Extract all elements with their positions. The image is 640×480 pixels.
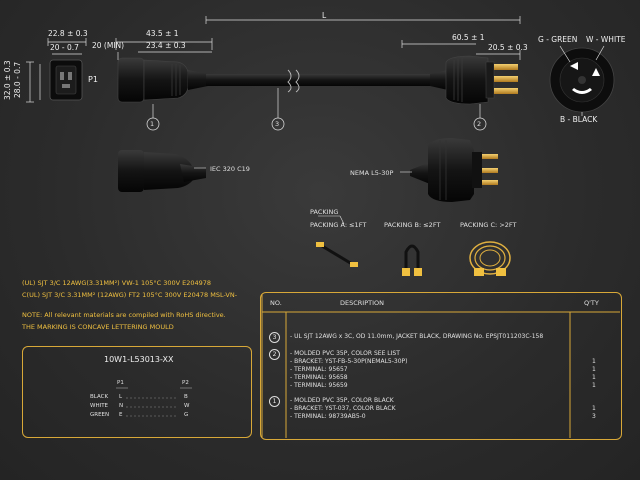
wiring-p1-pin: L (119, 394, 123, 400)
bom-header-description: DESCRIPTION (340, 299, 384, 307)
packing-leader (318, 215, 345, 225)
bom-row-no: 1 (269, 396, 280, 407)
bom-table (260, 292, 622, 440)
c19-connector-side (118, 150, 206, 192)
wiring-col-p1: P1 (117, 380, 124, 386)
packing-a: PACKING A: ≤1FT (310, 221, 367, 229)
note-cul-cable: C(UL) SJT 3/C 3.31MM² (12AWG) FT2 105°C … (22, 291, 238, 299)
bom-row-no: 3 (269, 332, 280, 343)
note-ul-cable: (UL) SJT 3/C 12AWG(3.31MM²) VW-1 105°C 3… (22, 279, 212, 287)
wiring-p1-pin: E (119, 412, 123, 418)
wiring-box (22, 346, 252, 438)
callout-1: 1 (150, 120, 155, 128)
note-marking: THE MARKING IS CONCAVE LETTERING MOULD (22, 323, 174, 331)
dim-plug-len: 60.5 ± 1 (452, 33, 485, 42)
wiring-color: WHITE (90, 403, 109, 409)
wiring-p2-pin: B (184, 394, 188, 400)
note-rohs: NOTE: All relevant materials are compile… (22, 311, 226, 319)
bom-grid (261, 294, 620, 438)
bom-header-no: NO. (270, 299, 282, 307)
label-nema-l5-30p: NEMA L5-30P (350, 169, 394, 177)
nema-l5-30p-face-icon (549, 47, 615, 113)
dim-min-20: 20 (MIN) (92, 41, 125, 50)
label-g-green: G - GREEN (538, 35, 578, 44)
bom-line: - TERMINAL: 95658 (290, 374, 348, 381)
callout-3: 3 (275, 120, 280, 128)
bom-header-qty: Q'TY (584, 299, 599, 307)
wiring-color: BLACK (90, 394, 109, 400)
bom-qty: 1 (592, 405, 596, 412)
face-leaders (559, 45, 605, 116)
bom-row-no: 2 (269, 349, 280, 360)
callout-2: 2 (477, 120, 482, 128)
bom-qty: 1 (592, 358, 596, 365)
dim-p1-inner: 20 - 0.7 (50, 43, 79, 52)
c19-connector-top (117, 57, 208, 103)
c19-face-icon (49, 59, 83, 101)
dim-plug-pin: 20.5 ± 0.3 (488, 43, 528, 52)
dim-p1-top: 22.8 ± 0.3 (48, 29, 88, 38)
bom-line: - TERMINAL: 95657 (290, 366, 348, 373)
packing-b: PACKING B: ≤2FT (384, 221, 441, 229)
bom-line: - UL SJT 12AWG x 3C, OD 11.0mm, JACKET B… (290, 333, 544, 340)
wiring-col-p2: P2 (182, 380, 189, 386)
cable-top (206, 69, 432, 93)
label-iec-320-c19: IEC 320 C19 (210, 165, 250, 173)
packing-b-icon (402, 244, 422, 276)
dim-p1-height-outer: 32.0 ± 0.3 (3, 60, 12, 100)
packing-c-icon (469, 241, 511, 276)
bom-line: - MOLDED PVC 35P, COLOR SEE LIST (290, 350, 400, 357)
nema-plug-top (430, 55, 518, 105)
bom-line: - BRACKET: YST-037, COLOR BLACK (290, 405, 396, 412)
bom-qty: 1 (592, 374, 596, 381)
wiring-part-number: 10W1-L53013-XX (104, 355, 174, 364)
bom-qty: 1 (592, 366, 596, 373)
wiring-color: GREEN (90, 412, 110, 418)
dim-l: L (322, 11, 327, 20)
wiring-p2-pin: W (184, 403, 190, 409)
c19-dimensions (115, 16, 521, 60)
packing-c: PACKING C: >2FT (460, 221, 517, 229)
p1-dimensions (26, 38, 87, 103)
nema-plug-side (410, 138, 498, 202)
label-b-black: B - BLACK (560, 115, 598, 124)
packing-a-icon (316, 242, 358, 267)
bom-qty: 1 (592, 382, 596, 389)
bom-line: - TERMINAL: 98739AB5-0 (290, 413, 366, 420)
dim-p1-height-inner: 28.0 - 0.7 (13, 61, 22, 98)
callout-circles (146, 117, 487, 131)
dim-c19-len: 43.5 ± 1 (146, 29, 179, 38)
packing-title: PACKING (310, 208, 339, 216)
wiring-p1-pin: N (119, 403, 124, 409)
bom-line: - BRACKET: YST-FB-5-30P(NEMAL5-30P) (290, 358, 408, 365)
label-p1: P1 (88, 75, 98, 84)
bom-line: - MOLDED PVC 35P, COLOR BLACK (290, 397, 394, 404)
label-w-white: W - WHITE (586, 35, 626, 44)
bom-line: - TERMINAL: 95659 (290, 382, 348, 389)
bom-qty: 3 (592, 413, 596, 420)
dim-c19-len2: 23.4 ± 0.3 (146, 41, 186, 50)
callout-leaders (152, 88, 481, 118)
wiring-lines (126, 397, 178, 417)
wiring-p2-pin: G (184, 412, 189, 418)
